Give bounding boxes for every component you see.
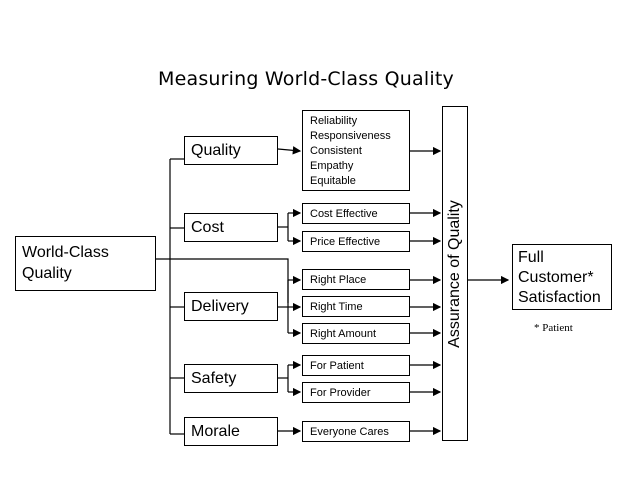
patient-footnote: * Patient bbox=[534, 322, 573, 334]
attribute-item: Equitable bbox=[310, 175, 356, 187]
leaf-label: Right Time bbox=[310, 301, 363, 313]
category-quality: Quality bbox=[184, 136, 278, 165]
category-safety: Safety bbox=[184, 364, 278, 393]
right-amount-box: Right Amount bbox=[302, 323, 410, 344]
outcome-line3: Satisfaction bbox=[518, 289, 601, 306]
for-patient-box: For Patient bbox=[302, 355, 410, 376]
category-cost-label: Cost bbox=[191, 219, 224, 236]
category-morale: Morale bbox=[184, 417, 278, 446]
assurance-label: Assurance of Quality bbox=[446, 199, 463, 348]
category-delivery-label: Delivery bbox=[191, 298, 249, 315]
category-delivery: Delivery bbox=[184, 292, 278, 321]
diagram-title: Measuring World-Class Quality bbox=[158, 68, 454, 90]
leaf-label: Right Place bbox=[310, 274, 367, 286]
outcome-line2: Customer* bbox=[518, 269, 594, 286]
attribute-item: Responsiveness bbox=[310, 130, 391, 142]
everyone-cares-box: Everyone Cares bbox=[302, 421, 410, 442]
leaf-label: For Provider bbox=[310, 387, 371, 399]
for-provider-box: For Provider bbox=[302, 382, 410, 403]
attribute-item: Empathy bbox=[310, 160, 354, 172]
category-cost: Cost bbox=[184, 213, 278, 242]
category-safety-label: Safety bbox=[191, 370, 237, 387]
assurance-of-quality-box: Assurance of Quality bbox=[442, 106, 468, 441]
root-label-line2: Quality bbox=[22, 265, 72, 282]
category-quality-label: Quality bbox=[191, 142, 241, 159]
price-effective-box: Price Effective bbox=[302, 231, 410, 252]
right-time-box: Right Time bbox=[302, 296, 410, 317]
root-label-line1: World-Class bbox=[22, 244, 109, 261]
leaf-label: Price Effective bbox=[310, 236, 381, 248]
full-customer-satisfaction-box: Full Customer* Satisfaction bbox=[512, 244, 612, 310]
quality-attributes-box: Reliability Responsiveness Consistent Em… bbox=[302, 110, 410, 191]
leaf-label: Right Amount bbox=[310, 328, 377, 340]
cost-effective-box: Cost Effective bbox=[302, 203, 410, 224]
right-place-box: Right Place bbox=[302, 269, 410, 290]
world-class-quality-box: World-Class Quality bbox=[15, 236, 156, 291]
attribute-item: Consistent bbox=[310, 145, 362, 157]
leaf-label: Cost Effective bbox=[310, 208, 378, 220]
category-morale-label: Morale bbox=[191, 423, 240, 440]
leaf-label: For Patient bbox=[310, 360, 364, 372]
attribute-item: Reliability bbox=[310, 115, 358, 127]
outcome-line1: Full bbox=[518, 249, 544, 266]
leaf-label: Everyone Cares bbox=[310, 426, 389, 438]
